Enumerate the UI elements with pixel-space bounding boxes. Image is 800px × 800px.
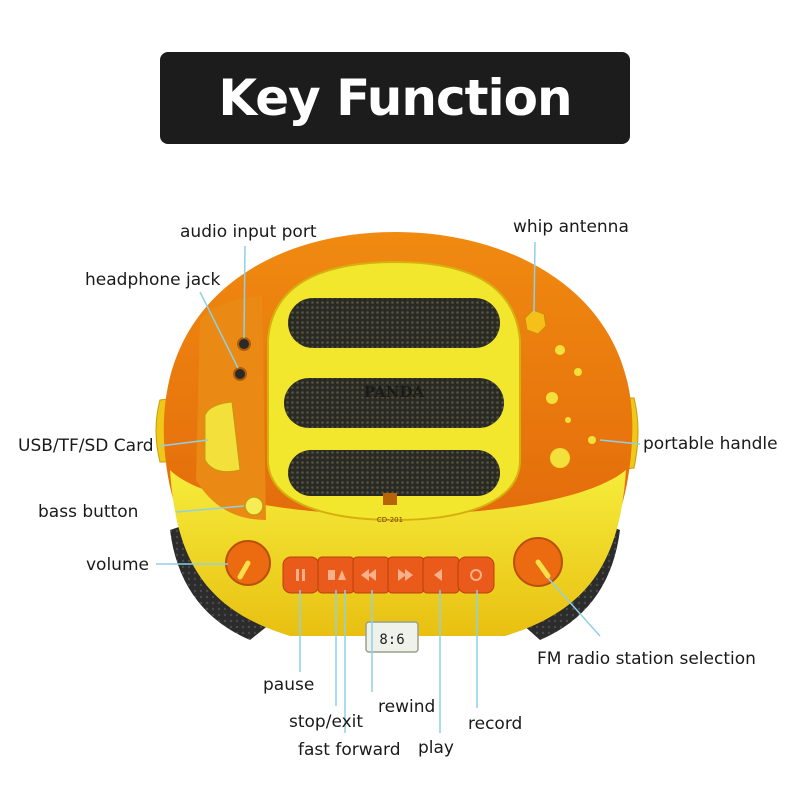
play-icon [434,569,442,581]
label-rewind: rewind [378,697,436,717]
label-play: play [418,738,454,758]
volume-knob-marker [237,560,251,580]
speaker-slot-bottom [288,450,500,496]
label-pause: pause [263,675,315,695]
control-buttons [282,556,495,594]
lcd-reading: 8:6 [379,632,404,648]
usb-card-slot[interactable] [204,401,241,473]
whip-antenna-knob[interactable] [524,309,547,335]
label-volume: volume [86,555,149,575]
record-button[interactable] [457,556,495,594]
label-fast-forward: fast forward [298,740,401,760]
label-bass-button: bass button [38,502,139,522]
rewind-icon [368,569,376,581]
label-usb-card: USB/TF/SD Card [18,436,154,456]
lcd-display [365,621,419,653]
label-audio-input-port: audio input port [180,222,317,242]
page-title: Key Function [218,69,572,127]
label-portable-handle: portable handle [643,434,778,454]
pause-icon [296,569,299,581]
fast-forward-icon [398,569,406,581]
brand-logo: PANDA [364,383,425,401]
tuning-knob-marker [535,559,551,579]
label-stop-exit: stop/exit [289,712,364,732]
speaker-slot-middle [284,378,504,428]
leader-lines [156,241,641,733]
flower-decoration [546,345,596,468]
audio-input-port[interactable] [237,337,251,351]
eject-icon [338,570,346,580]
model-label: CD-201 [377,516,403,524]
headphone-jack[interactable] [233,367,247,381]
stop-exit-button[interactable] [317,556,355,594]
label-whip-antenna: whip antenna [513,217,629,237]
pause-button[interactable] [282,556,320,594]
label-record: record [468,714,523,734]
title-banner: Key Function [160,52,630,144]
label-fm-selection: FM radio station selection [537,649,756,669]
speaker-slot-top [288,298,500,348]
label-headphone-jack: headphone jack [85,270,221,290]
cd-logo-icon [383,493,397,505]
record-icon [470,569,482,581]
stop-icon [328,570,335,580]
body-lower-band [170,470,626,636]
bass-button[interactable] [244,496,264,516]
